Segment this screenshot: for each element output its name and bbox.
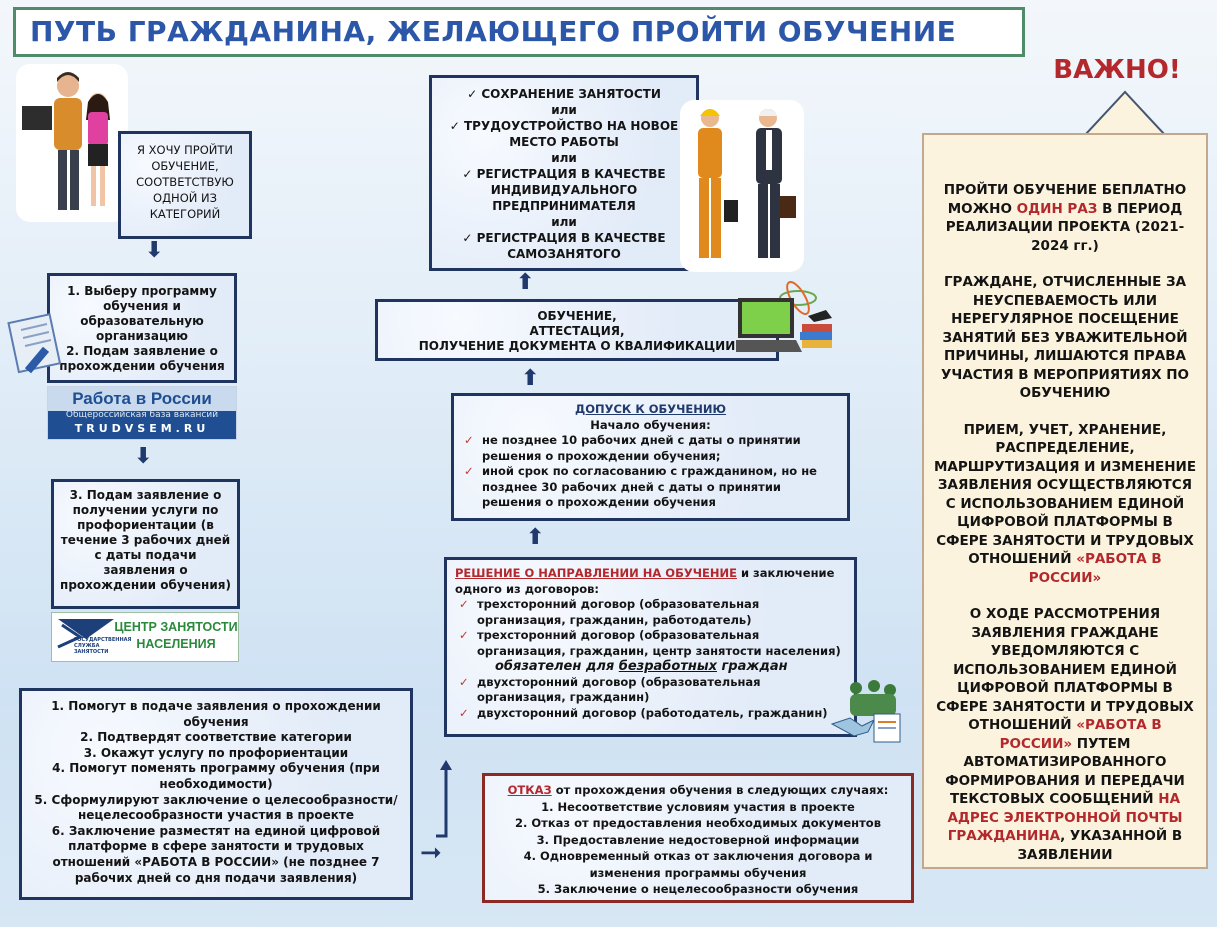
help-item: 1. Помогут в подаче заявления о прохожде… (28, 699, 404, 730)
page-title: ПУТЬ ГРАЖДАНИНА, ЖЕЛАЮЩЕГО ПРОЙТИ ОБУЧЕН… (13, 7, 1025, 57)
wish-box: Я ХОЧУ ПРОЙТИ ОБУЧЕНИЕ, СООТВЕТСТВУЮ ОДН… (118, 131, 252, 239)
decision-item: двухсторонний договор (образовательная о… (455, 675, 846, 706)
refusal-item: 4. Одновременный отказ от заключения дог… (491, 848, 905, 881)
outcome-entrepreneur: ✓ РЕГИСТРАЦИЯ В КАЧЕСТВЕ ИНДИВИДУАЛЬНОГО… (438, 166, 690, 214)
outcome-self-employed: ✓ РЕГИСТРАЦИЯ В КАЧЕСТВЕ САМОЗАНЯТОГО (438, 230, 690, 262)
info-paragraph-application-processing: ПРИЕМ, УЧЕТ, ХРАНЕНИЕ, РАСПРЕДЕЛЕНИЕ, МА… (932, 421, 1198, 588)
citizens-illustration (16, 64, 128, 222)
step-select-program-box: 1. Выберу программу обучения и образоват… (47, 273, 237, 383)
decision-list-2: двухсторонний договор (образовательная о… (455, 675, 846, 722)
refusal-item: 3. Предоставление недостоверной информац… (491, 832, 905, 849)
arrow-up-3: ⬆ (526, 527, 544, 549)
step-3-text: 3. Подам заявление о получении услуги по… (60, 488, 231, 592)
training-box: ОБУЧЕНИЕ, АТТЕСТАЦИЯ, ПОЛУЧЕНИЕ ДОКУМЕНТ… (375, 299, 779, 361)
laptop-books-illustration (736, 276, 836, 372)
unemployed-note: обязателен для безработных граждан (455, 659, 846, 675)
refusal-item: 1. Несоответствие условиям участия в про… (491, 799, 905, 816)
callout-pointer (1085, 90, 1165, 136)
employment-center-logo: ГОСУДАРСТВЕННАЯ СЛУЖБА ЗАНЯТОСТИ ЦЕНТР З… (51, 612, 239, 662)
training-line-3: ПОЛУЧЕНИЕ ДОКУМЕНТА О КВАЛИФИКАЦИИ (384, 339, 770, 354)
refusal-box: ОТКАЗ от прохождения обучения в следующи… (482, 773, 914, 903)
wish-text: Я ХОЧУ ПРОЙТИ ОБУЧЕНИЕ, СООТВЕТСТВУЮ ОДН… (136, 143, 234, 221)
arrow-right: ➞ (420, 842, 442, 864)
or-label: или (438, 102, 690, 118)
info-paragraph-notifications: О ХОДЕ РАССМОТРЕНИЯ ЗАЯВЛЕНИЯ ГРАЖДАНЕ У… (932, 605, 1198, 864)
decision-item: трехсторонний договор (образовательная о… (455, 628, 846, 659)
important-label: ВАЖНО! (1052, 52, 1182, 88)
arrow-up-2: ⬆ (521, 368, 539, 390)
employment-center-help-box: 1. Помогут в подаче заявления о прохожде… (19, 688, 413, 900)
trudvsem-logo: Работа в России Общероссийская база вака… (47, 386, 237, 440)
arrow-up-elbow (432, 760, 454, 840)
help-item: 4. Помогут поменять программу обучения (… (28, 761, 404, 792)
refusal-item: 5. Заключение о нецелесообразности обуче… (491, 881, 905, 898)
or-label: или (438, 214, 690, 230)
decision-box: РЕШЕНИЕ О НАПРАВЛЕНИИ НА ОБУЧЕНИЕ и закл… (444, 557, 857, 737)
step-career-guidance-box: 3. Подам заявление о получении услуги по… (51, 479, 240, 609)
admission-box: ДОПУСК К ОБУЧЕНИЮ Начало обучения: не по… (451, 393, 850, 521)
outcome-new-job: ✓ ТРУДОУСТРОЙСТВО НА НОВОЕ МЕСТО РАБОТЫ (438, 118, 690, 150)
document-pen-icon (5, 312, 67, 374)
workers-illustration (680, 100, 804, 272)
arrow-down-1: ⬇ (145, 240, 163, 262)
arrow-up-1: ⬆ (516, 272, 534, 294)
admission-subheading: Начало обучения: (460, 418, 841, 434)
help-item: 6. Заключение разместят на единой цифров… (28, 824, 404, 886)
training-line-2: АТТЕСТАЦИЯ, (384, 324, 770, 339)
training-line-1: ОБУЧЕНИЕ, (384, 309, 770, 324)
step-1-text: 1. Выберу программу обучения и образоват… (56, 284, 228, 344)
admission-heading: ДОПУСК К ОБУЧЕНИЮ (460, 402, 841, 418)
admission-list: не позднее 10 рабочих дней с даты о прин… (460, 433, 841, 511)
admission-item: иной срок по согласованию с гражданином,… (460, 464, 841, 511)
refusal-intro: ОТКАЗ от прохождения обучения в следующи… (491, 782, 905, 799)
arrow-down-2: ⬇ (134, 446, 152, 468)
info-paragraph-expelled: ГРАЖДАНЕ, ОТЧИСЛЕННЫЕ ЗА НЕУСПЕВАЕМОСТЬ … (932, 273, 1198, 403)
decision-item: двухсторонний договор (работодатель, гра… (455, 706, 846, 722)
important-info-panel: ПРОЙТИ ОБУЧЕНИЕ БЕПЛАТНО МОЖНО ОДИН РАЗ … (922, 133, 1208, 869)
handshake-contract-icon (828, 676, 908, 746)
help-item: 3. Окажут услугу по профориентации (28, 746, 404, 762)
decision-list: трехсторонний договор (образовательная о… (455, 597, 846, 659)
outcomes-box: ✓ СОХРАНЕНИЕ ЗАНЯТОСТИ или ✓ ТРУДОУСТРОЙ… (429, 75, 699, 271)
info-paragraph-free-once: ПРОЙТИ ОБУЧЕНИЕ БЕПЛАТНО МОЖНО ОДИН РАЗ … (932, 181, 1198, 255)
step-2-text: 2. Подам заявление о прохождении обучени… (56, 344, 228, 374)
admission-item: не позднее 10 рабочих дней с даты о прин… (460, 433, 841, 464)
refusal-item: 2. Отказ от предоставления необходимых д… (491, 815, 905, 832)
outcome-employment-kept: ✓ СОХРАНЕНИЕ ЗАНЯТОСТИ (438, 86, 690, 102)
or-label: или (438, 150, 690, 166)
help-item: 2. Подтвердят соответствие категории (28, 730, 404, 746)
decision-intro: РЕШЕНИЕ О НАПРАВЛЕНИИ НА ОБУЧЕНИЕ и закл… (455, 566, 846, 597)
help-item: 5. Сформулируют заключение о целесообраз… (28, 793, 404, 824)
decision-item: трехсторонний договор (образовательная о… (455, 597, 846, 628)
